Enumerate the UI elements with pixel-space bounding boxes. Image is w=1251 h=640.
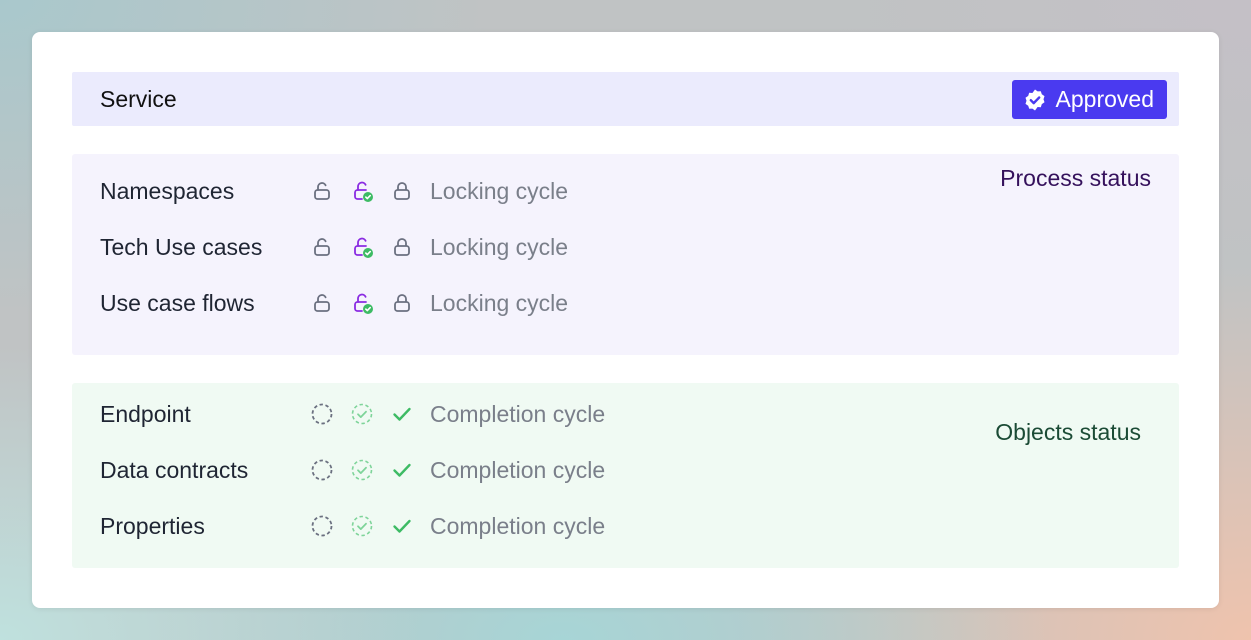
objects-row-properties: Properties Completion cycle	[100, 508, 605, 544]
row-label: Endpoint	[100, 400, 191, 427]
cycle-label: Completion cycle	[430, 512, 606, 539]
approved-label: Approved	[1055, 86, 1154, 112]
cycle-label: Locking cycle	[430, 289, 569, 316]
dashed-circle-icon[interactable]	[310, 514, 334, 538]
row-label: Tech Use cases	[100, 233, 263, 260]
lock-icon[interactable]	[390, 179, 414, 203]
status-icons	[309, 235, 430, 259]
status-icons	[309, 291, 430, 315]
unlock-check-icon[interactable]	[350, 235, 374, 259]
lock-icon[interactable]	[390, 291, 414, 315]
status-icons	[309, 514, 430, 538]
cycle-label: Completion cycle	[430, 400, 606, 427]
process-row-use-case-flows: Use case flows Locking cycle	[100, 285, 568, 321]
unlock-icon[interactable]	[310, 291, 334, 315]
row-label: Namespaces	[100, 177, 235, 204]
dashed-circle-icon[interactable]	[310, 458, 334, 482]
process-row-namespaces: Namespaces Locking cycle	[100, 173, 568, 209]
objects-status-section: Objects status Endpoint Completion cycle…	[72, 383, 1179, 568]
unlock-icon[interactable]	[310, 179, 334, 203]
check-icon[interactable]	[390, 458, 414, 482]
process-status-section: Process status Namespaces Locking cycle …	[72, 154, 1179, 355]
check-icon[interactable]	[390, 402, 414, 426]
unlock-check-icon[interactable]	[350, 179, 374, 203]
row-label: Use case flows	[100, 289, 255, 316]
process-row-tech-use-cases: Tech Use cases Locking cycle	[100, 229, 568, 265]
dashed-circle-icon[interactable]	[310, 402, 334, 426]
cycle-label: Completion cycle	[430, 456, 606, 483]
lock-icon[interactable]	[390, 235, 414, 259]
approved-badge[interactable]: Approved	[1011, 80, 1167, 119]
objects-row-endpoint: Endpoint Completion cycle	[100, 396, 605, 432]
service-title: Service	[100, 86, 177, 112]
cycle-label: Locking cycle	[430, 233, 569, 260]
cycle-label: Locking cycle	[430, 177, 569, 204]
row-label: Properties	[100, 512, 205, 539]
status-icons	[309, 458, 430, 482]
unlock-check-icon[interactable]	[350, 291, 374, 315]
service-header: Service Approved	[72, 72, 1179, 126]
status-icons	[309, 402, 430, 426]
dashed-circle-check-icon[interactable]	[350, 402, 374, 426]
verified-badge-icon	[1023, 88, 1047, 112]
status-icons	[309, 179, 430, 203]
row-label: Data contracts	[100, 456, 249, 483]
objects-status-title: Objects status	[995, 419, 1141, 445]
objects-row-data-contracts: Data contracts Completion cycle	[100, 452, 605, 488]
status-card: Service Approved Process status Namespac…	[32, 32, 1219, 608]
unlock-icon[interactable]	[310, 235, 334, 259]
process-status-title: Process status	[1000, 165, 1151, 191]
dashed-circle-check-icon[interactable]	[350, 458, 374, 482]
check-icon[interactable]	[390, 514, 414, 538]
dashed-circle-check-icon[interactable]	[350, 514, 374, 538]
